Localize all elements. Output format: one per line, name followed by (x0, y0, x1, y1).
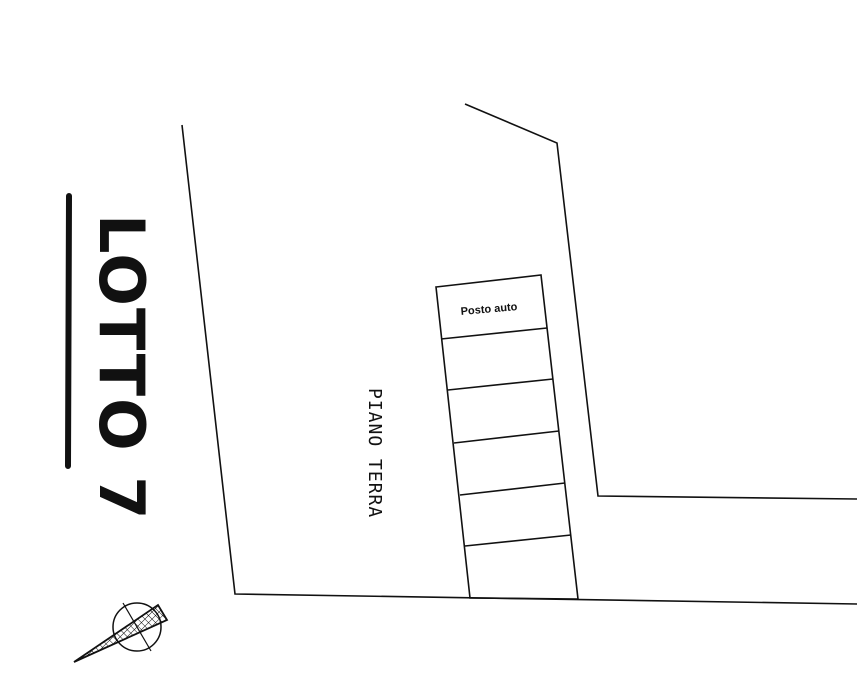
title-block: LOTTO 7 (65, 193, 158, 521)
parking-label: Posto auto (460, 301, 518, 318)
parking-strip (435, 274, 579, 600)
parking-area: Posto auto (435, 274, 579, 600)
parking-divider (440, 327, 548, 340)
wall-right (464, 103, 857, 500)
building-outline (181, 103, 857, 605)
parking-divider (453, 430, 560, 444)
lotto-title: LOTTO 7 (85, 214, 158, 521)
floor-label: PIANO TERRA (364, 388, 385, 518)
wall-left-bottom (181, 124, 857, 605)
north-arrow-icon (73, 602, 169, 663)
parking-divider (447, 378, 554, 391)
parking-divider (464, 534, 572, 547)
title-underline (65, 193, 72, 469)
parking-divider (459, 482, 566, 496)
